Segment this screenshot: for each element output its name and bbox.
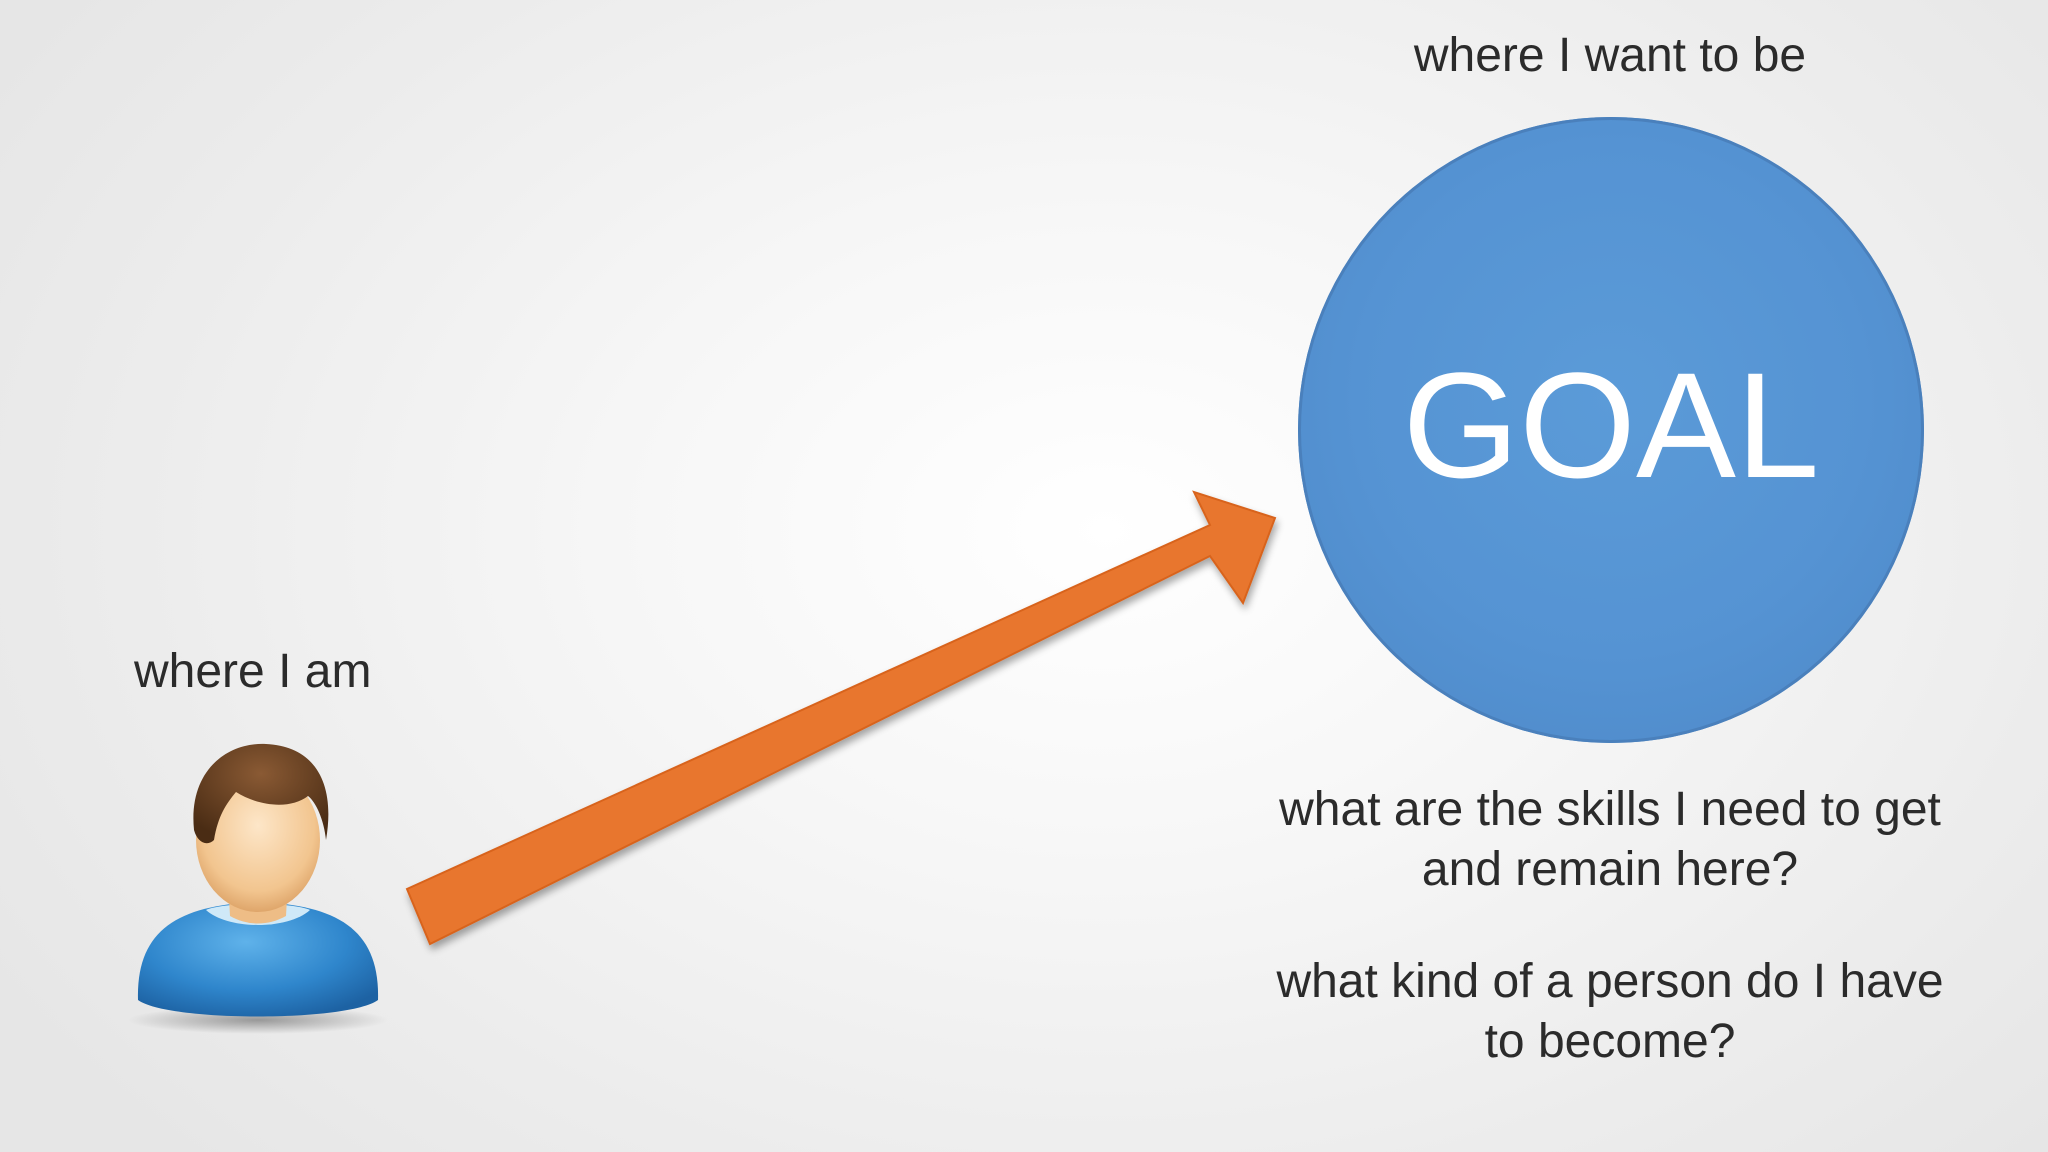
arrow-shape — [405, 490, 1277, 946]
person-body — [137, 902, 379, 1017]
goal-circle: GOAL — [1298, 117, 1924, 743]
person-avatar-icon — [128, 743, 388, 1034]
goal-text: GOAL — [1402, 341, 1820, 509]
current-position-label: where I am — [134, 645, 372, 698]
target-position-label: where I want to be — [1413, 29, 1807, 82]
person-question: what kind of a person do I have to becom… — [1276, 955, 1944, 1068]
person-hair — [193, 743, 329, 844]
skills-question: what are the skills I need to get and re… — [1279, 783, 1941, 896]
